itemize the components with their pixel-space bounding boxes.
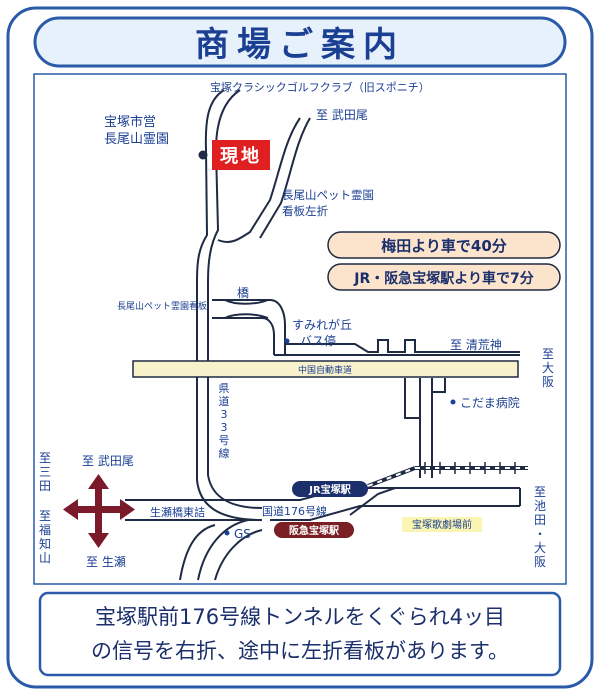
route176-south: [125, 505, 520, 521]
road-to-takedao-inner: [259, 117, 311, 239]
bridge-lower: [224, 313, 269, 319]
jr-station-label: JR宝塚駅: [308, 483, 351, 496]
bus-stop-dot: [284, 338, 290, 344]
cemetery-label-2: 長尾山霊園: [104, 132, 169, 147]
cemetery-label-1: 宝塚市営: [104, 114, 156, 130]
to-sanda: 至三田: [39, 451, 51, 493]
road-hospital-spur: [432, 378, 446, 393]
to-osaka-right: 至大阪: [542, 347, 554, 389]
gs-label: GS: [234, 527, 251, 541]
road-gs-curve-3: [179, 524, 216, 581]
rail-ties: [424, 462, 516, 474]
expressway-band: [132, 360, 519, 378]
access-umeda-label: 梅田より車で40分: [381, 237, 507, 255]
hospital-label: こだま病院: [460, 395, 520, 410]
access-station-label: JR・阪急宝塚駅より車で7分: [353, 270, 533, 287]
to-takedao-top: 至 武田尾: [316, 108, 368, 122]
pet-cemetery-label-1: 長尾山ペット霊園: [282, 188, 374, 202]
gs-dot: [224, 530, 230, 536]
route176-label: 国道176号線: [262, 504, 327, 518]
road-hospital-branch: [404, 378, 420, 419]
bridge-label: 橋: [237, 286, 249, 300]
title-banner: 商場ご案内: [33, 16, 567, 68]
access-station: JR・阪急宝塚駅より車で7分: [327, 263, 561, 291]
road-main-left-outer: [196, 89, 263, 521]
footer-box: 宝塚駅前176号線トンネルをくぐられ4ッ目 の信号を右折、途中に左折看板がありま…: [38, 591, 562, 677]
to-ikeda-osaka: 至池田・大阪: [534, 485, 546, 569]
bridge-upper: [224, 299, 269, 305]
road-sumiregaoka: [285, 339, 520, 353]
pet-cemetery-label-2: 看板左折: [282, 204, 328, 218]
road-bridge-bottom: [212, 317, 275, 355]
map-frame: [33, 73, 567, 585]
theater-badge: [402, 517, 482, 532]
footer-line-2: の信号を右折、途中に左折看板があります。: [91, 639, 509, 663]
hospital-dot: [450, 399, 456, 405]
expressway-label: 中国自動車道: [298, 364, 352, 376]
road-gs-curve-1: [197, 519, 249, 581]
hankyu-line: [349, 487, 396, 516]
rail-diagonal-dash: [367, 467, 416, 487]
to-fukuchiyama: 至福知山: [39, 509, 51, 565]
railway: [349, 462, 528, 516]
site-dot: [198, 150, 208, 160]
footer-line-1: 宝塚駅前176号線トンネルをくぐられ4ッ目: [95, 605, 505, 629]
pet-sign-label: 長尾山ペット霊園看板: [117, 300, 207, 312]
namaze-bridge-label: 生瀬橋東詰: [150, 505, 205, 519]
page-title: 商場ご案内: [195, 25, 405, 65]
theater-label: 宝塚歌劇場前: [412, 518, 472, 531]
sumiregaoka-label-1: すみれが丘: [292, 317, 352, 332]
to-namaze: 至 生瀬: [86, 555, 126, 569]
jr-station-badge: [292, 481, 368, 497]
road-bridge-top: [212, 299, 286, 355]
sumiregaoka-label-2: バス停: [300, 333, 336, 348]
site-label: 現地: [220, 145, 262, 167]
golf-club-label: 宝塚クラシックゴルフクラブ（旧スポニチ）: [210, 80, 430, 94]
to-kiyoshikojin: 至 清荒神: [450, 338, 502, 352]
hankyu-station-label: 阪急宝塚駅: [289, 524, 340, 537]
road-gs-curve-2: [214, 529, 263, 581]
hankyu-station-badge: [274, 522, 354, 538]
road-to-takedao-outer: [217, 117, 301, 243]
direction-cross-arrow: [63, 474, 135, 548]
access-umeda: 梅田より車で40分: [327, 231, 561, 259]
site-badge: [212, 140, 270, 170]
to-takedao-left: 至 武田尾: [82, 454, 134, 468]
